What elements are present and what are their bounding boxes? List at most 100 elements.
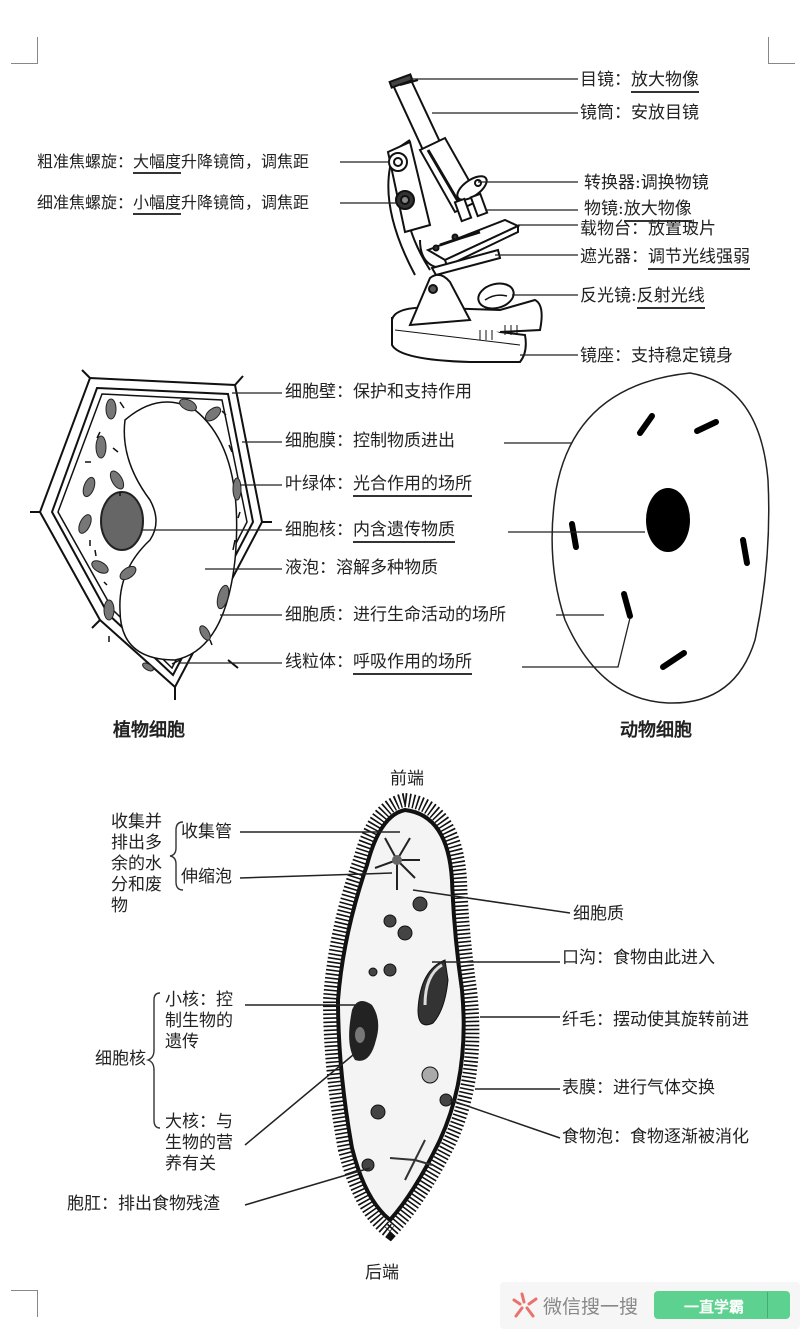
label-desc: 支持稳定镜身	[631, 346, 733, 366]
label-base: 镜座：支持稳定镜身	[580, 346, 733, 366]
label-nucleus: 细胞核：内含遗传物质	[285, 520, 455, 543]
text-line: 小核：控	[165, 990, 233, 1010]
label-eyepiece: 目镜：放大物像	[580, 70, 699, 93]
label-term: 物镜	[584, 199, 618, 219]
label-sep: ：	[336, 431, 353, 451]
label-term: 遮光器	[580, 247, 631, 267]
label-tube: 镜筒：安放目镜	[580, 103, 699, 123]
collect-group-label: 收集并 排出多 余的水 分和废 物	[111, 812, 162, 917]
text-line: 遗传	[165, 1032, 199, 1052]
label-term: 细胞核	[285, 520, 336, 540]
label-sep: ：	[319, 558, 336, 578]
label-desc: 升降镜筒，调焦距	[181, 152, 310, 171]
label-term: 液泡	[285, 558, 319, 578]
label-term: 粗准焦螺旋	[37, 152, 118, 171]
label-mirror: 反光镜:反射光线	[580, 286, 705, 309]
text-line: 物	[111, 896, 128, 916]
text-line: 分和废	[111, 875, 162, 895]
label-desc: 进行生命活动的场所	[353, 605, 506, 625]
label-sep: ：	[336, 474, 353, 494]
plant-cell-caption: 植物细胞	[113, 720, 185, 741]
microscope-leader-lines	[340, 78, 578, 356]
label-fine-focus: 细准焦螺旋：小幅度升降镜筒，调焦距	[37, 193, 309, 215]
label-desc-underlined: 小幅度	[133, 193, 182, 215]
label-cell-wall: 细胞壁：保护和支持作用	[285, 382, 472, 402]
label-term: 线粒体	[285, 652, 336, 672]
label-mitochondria: 线粒体：呼吸作用的场所	[285, 652, 472, 675]
collecting-tube-label: 收集管	[181, 822, 232, 842]
label-sep: :	[635, 173, 641, 193]
label-desc: 调换物镜	[640, 173, 709, 193]
label-diaphragm: 遮光器：调节光线强弱	[580, 247, 750, 270]
label-term: 镜座	[580, 346, 614, 366]
label-desc: 呼吸作用的场所	[353, 652, 472, 675]
label-desc: 控制物质进出	[353, 431, 455, 451]
label-chloroplast: 叶绿体：光合作用的场所	[285, 474, 472, 497]
plant-cell-leader-lines	[142, 392, 282, 664]
nucleus-group-label: 细胞核	[95, 1049, 146, 1069]
label-cytoplasm: 细胞质：进行生命活动的场所	[285, 605, 506, 625]
animal-cell-caption: 动物细胞	[620, 720, 692, 741]
label-term: 载物台	[580, 219, 631, 239]
label-term: 反光镜	[580, 286, 631, 306]
paramecium-drawing	[322, 792, 480, 1242]
text-line: 余的水	[111, 854, 162, 874]
label-coarse-focus: 粗准焦螺旋：大幅度升降镜筒，调焦距	[37, 152, 310, 174]
label-desc-underlined: 大幅度	[133, 152, 182, 174]
label-term: 目镜	[580, 70, 614, 90]
pellicle-label: 表膜：进行气体交换	[562, 1078, 715, 1098]
label-sep: ：	[614, 346, 631, 366]
anal-pore-label: 胞肛：排出食物残渣	[67, 1194, 220, 1214]
corner-mark-bottom-left	[11, 1290, 38, 1317]
front-end-label: 前端	[390, 769, 424, 789]
search-button-divider	[767, 1292, 768, 1318]
label-desc: 反射光线	[636, 286, 705, 309]
search-button-label[interactable]: 一直学霸	[684, 1298, 745, 1316]
corner-mark-top-left	[11, 37, 38, 64]
paramecium-leader-lines	[239, 831, 571, 1206]
label-nosepiece: 转换器:调换物镜	[584, 173, 709, 193]
plant-cell-drawing	[30, 369, 272, 700]
label-sep: ：	[336, 382, 353, 402]
cytoplasm-label: 细胞质	[573, 904, 624, 924]
label-term: 叶绿体	[285, 474, 336, 494]
oral-groove-label: 口沟：食物由此进入	[562, 948, 715, 968]
corner-mark-top-right	[768, 37, 795, 64]
label-desc: 调节光线强弱	[648, 247, 750, 270]
text-line: 排出多	[111, 833, 162, 853]
label-desc: 保护和支持作用	[353, 382, 472, 402]
brace-lines	[145, 821, 184, 1129]
macronucleus-label: 大核：与 生物的营 养有关	[165, 1112, 233, 1175]
text-line: 收集并	[111, 812, 162, 832]
label-desc: 光合作用的场所	[353, 474, 472, 497]
label-term: 镜筒	[580, 103, 614, 123]
label-stage: 载物台：放置玻片	[580, 219, 716, 239]
label-sep: ：	[614, 103, 631, 123]
label-term: 细胞质	[285, 605, 336, 625]
label-term: 细准焦螺旋	[37, 193, 118, 212]
label-objective: 物镜:放大物像	[584, 199, 692, 222]
food-vacuole-label: 食物泡：食物逐渐被消化	[562, 1127, 749, 1147]
label-desc: 安放目镜	[631, 103, 699, 123]
animal-cell-drawing	[551, 372, 770, 704]
label-sep: ：	[631, 219, 648, 239]
watermark-text: 微信搜一搜	[543, 1296, 639, 1318]
label-sep: :	[618, 199, 624, 219]
label-desc: 放大物像	[631, 70, 699, 93]
label-term: 细胞壁	[285, 382, 336, 402]
label-cell-membrane: 细胞膜：控制物质进出	[285, 431, 455, 451]
label-sep: ：	[117, 193, 134, 212]
cilia-label: 纤毛：摆动使其旋转前进	[562, 1010, 749, 1030]
label-vacuole: 液泡：溶解多种物质	[285, 558, 438, 578]
label-sep: ：	[336, 652, 353, 672]
label-sep: ：	[614, 70, 631, 90]
label-desc: 放大物像	[623, 199, 692, 222]
micronucleus-label: 小核：控 制生物的 遗传	[165, 990, 233, 1053]
animal-cell-leader-lines	[504, 442, 645, 668]
text-line: 生物的营	[165, 1133, 233, 1153]
label-desc: 放置玻片	[648, 219, 716, 239]
label-term: 细胞膜	[285, 431, 336, 451]
back-end-label: 后端	[365, 1263, 399, 1283]
contractile-vacuole-label: 伸缩泡	[181, 867, 232, 887]
